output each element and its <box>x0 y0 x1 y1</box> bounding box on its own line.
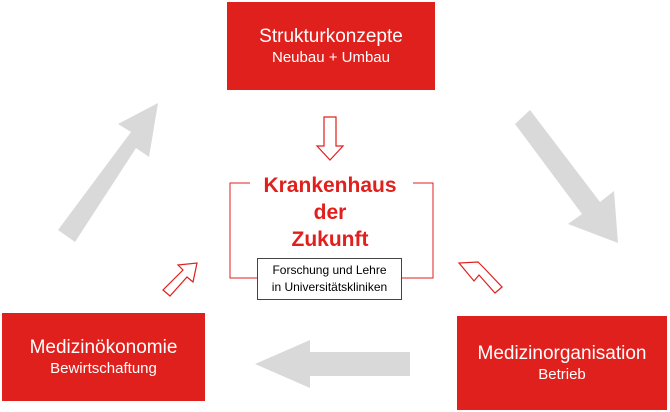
center-title: Krankenhaus der Zukunft <box>240 172 420 253</box>
research-teaching-line1: Forschung und Lehre <box>272 263 387 277</box>
medizinoekonomie-title: Medizinökonomie <box>29 336 178 358</box>
research-teaching-line2: in Universitätskliniken <box>271 280 388 294</box>
research-teaching-box: Forschung und Lehre in Universitätsklini… <box>257 258 402 300</box>
center-title-line2: der <box>313 201 347 224</box>
medizinoekonomie-box: Medizinökonomie Bewirtschaftung <box>2 313 205 401</box>
medizinoekonomie-subtitle: Bewirtschaftung <box>50 359 157 377</box>
medizinorganisation-subtitle: Betrieb <box>538 365 586 383</box>
cycle-arrow-left-to-top <box>58 103 158 242</box>
medizinorganisation-title: Medizinorganisation <box>477 342 647 364</box>
cycle-arrow-right-to-left <box>255 340 410 388</box>
strukturkonzepte-box: Strukturkonzepte Neubau + Umbau <box>227 2 435 90</box>
strukturkonzepte-title: Strukturkonzepte <box>259 25 403 47</box>
center-frame-left <box>229 182 257 279</box>
inward-arrow-down <box>315 116 345 161</box>
center-frame-right <box>400 182 434 279</box>
inward-arrow-up-right <box>162 262 198 297</box>
medizinorganisation-box: Medizinorganisation Betrieb <box>457 316 667 410</box>
center-title-line3: Zukunft <box>291 228 369 251</box>
strukturkonzepte-subtitle: Neubau + Umbau <box>272 48 390 66</box>
inward-arrow-up-left <box>457 261 503 294</box>
cycle-arrow-top-to-right <box>515 110 618 243</box>
center-title-line1: Krankenhaus <box>263 174 397 197</box>
